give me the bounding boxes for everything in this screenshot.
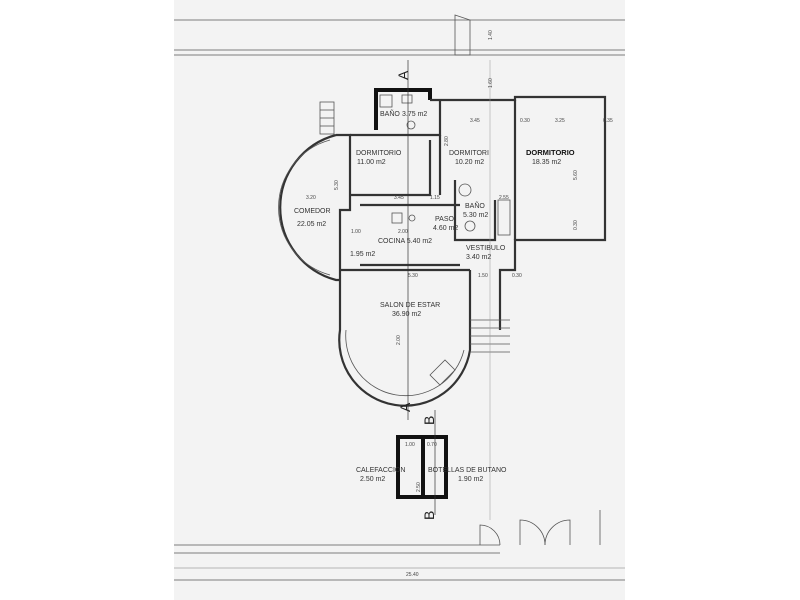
dim-label: 3.45 [470,118,480,124]
room-paso-area: 4.60 m2 [433,225,458,232]
room-dorm1-area: 11.00 m2 [357,159,386,166]
room-bano2-area: 5.30 m2 [463,212,488,219]
top-boundary [174,14,625,56]
room-paso-name: PASO [435,216,454,223]
dim-label: 5.30 [408,273,418,279]
annex-walls [396,435,448,499]
dim-label: 0.30 [520,118,530,124]
dim-label: 2.00 [396,335,402,345]
room-vestibulo-area: 3.40 m2 [466,254,491,261]
room-dorm3-area: 18.35 m2 [532,159,561,166]
section-marker-b-bottom: B [421,511,437,520]
dim-label: 0.70 [427,442,437,448]
dim-label: 3.20 [306,195,316,201]
dim-label: 2.50 [416,482,422,492]
fixtures [379,94,511,236]
dim-label: 1.15 [430,195,440,201]
room-cocina-label: COCINA 5.40 m2 [378,238,432,245]
section-marker-b-top: B [421,416,437,425]
stairs [319,101,335,135]
dim-label: 5.30 [334,180,340,190]
dim-label: 0.30 [573,220,579,230]
room-calefaccion-name: CALEFACCION [356,467,405,474]
dim-label: 1.50 [478,273,488,279]
dim-label: 0.35 [603,118,613,124]
dim-label: 0.30 [512,273,522,279]
section-lines [407,60,491,520]
dim-label: 1.40 [488,30,494,40]
dim-label: 1.00 [351,229,361,235]
room-bano2-name: BAÑO [465,201,485,210]
room-salon-name: SALON DE ESTAR [380,302,440,309]
dim-label: 5.60 [573,170,579,180]
room-salon-area: 36.90 m2 [392,311,421,318]
walls [278,88,607,407]
section-marker-a-bottom: A [397,402,413,412]
dim-label: 2.80 [444,136,450,146]
bottom-boundary [174,510,625,581]
room-butano-name: BOTELLAS DE BUTANO [428,467,507,474]
dim-label: 3.25 [555,118,565,124]
dim-label: 3.45 [394,195,404,201]
room-vestibulo-name: VESTIBULO [466,245,506,252]
room-despensa-area: 1.95 m2 [350,251,375,258]
room-dorm2-name: DORMITORI [449,150,489,157]
section-marker-a-top: A [395,70,411,80]
room-bano1-name: BAÑO [380,109,400,118]
room-butano-area: 1.90 m2 [458,476,483,483]
room-calefaccion-area: 2.50 m2 [360,476,385,483]
room-bano1-area: 3.75 m2 [402,111,427,118]
room-comedor-name: COMEDOR [294,208,331,215]
room-dorm2-area: 10.20 m2 [455,159,484,166]
dim-label: 2.00 [398,229,408,235]
room-comedor-area: 22.05 m2 [297,221,326,228]
room-dorm3-name: DORMITORIO [526,148,575,157]
dim-label: 1.00 [405,442,415,448]
paper-sheet [174,0,625,600]
total-width-label: 25.40 [406,572,419,578]
dim-label: 1.60 [488,78,494,88]
dim-label: 2.55 [499,195,509,201]
room-dorm1-name: DORMITORIO [356,150,402,157]
